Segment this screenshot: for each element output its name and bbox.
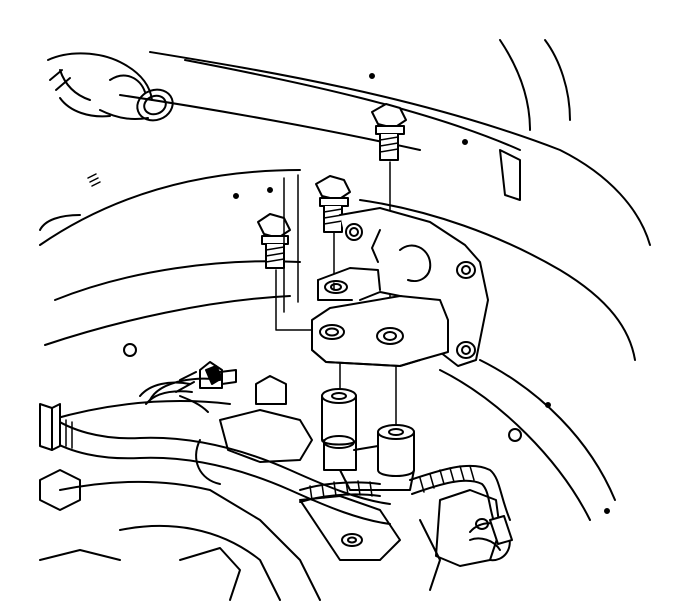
coolant-pipe-fitting <box>47 52 174 122</box>
bolt-3 <box>371 103 407 161</box>
coolant-hose <box>39 403 391 525</box>
inner-fender <box>39 39 651 521</box>
bolt-2 <box>315 175 351 233</box>
bolt-1 <box>257 213 291 269</box>
mount-bracket <box>311 207 489 367</box>
engine-housing <box>39 361 511 601</box>
wiring-harness <box>299 464 513 551</box>
engine-bosses <box>321 388 415 491</box>
sensor-connector <box>139 365 237 413</box>
